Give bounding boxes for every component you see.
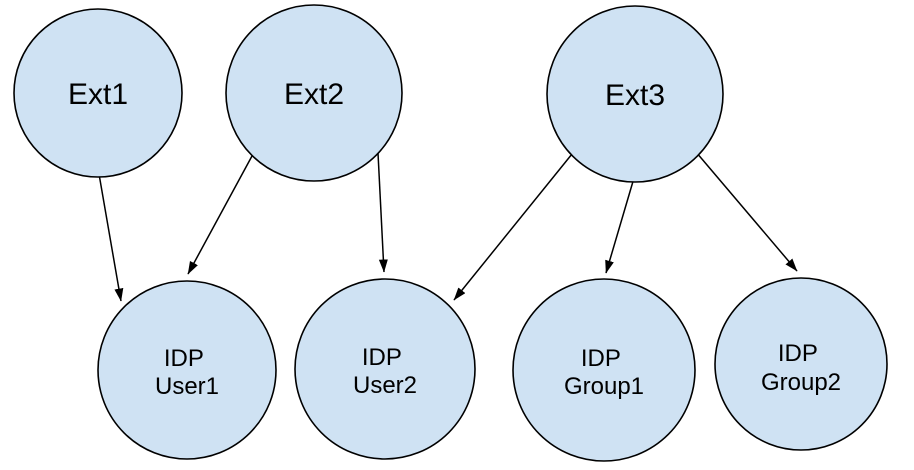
node-idp-group2-shape xyxy=(714,277,888,451)
node-ext3-label: Ext3 xyxy=(605,79,665,112)
node-idp-user2: IDP User2 xyxy=(294,278,476,460)
node-idp-group1-label-line2: Group1 xyxy=(564,373,644,400)
node-idp-user1-label-line2: User1 xyxy=(155,373,219,400)
node-idp-group2-label-line1: IDP xyxy=(778,340,818,367)
edge-ext2-to-user2 xyxy=(377,152,388,273)
node-idp-user2-shape xyxy=(294,278,476,460)
edge-ext1-to-user1 xyxy=(98,173,124,302)
node-idp-group1-shape xyxy=(512,278,696,462)
node-idp-group1-label-line1: IDP xyxy=(581,345,621,372)
edges-layer xyxy=(98,151,798,302)
node-ext1: Ext1 xyxy=(13,8,183,178)
node-idp-user1-label-line1: IDP xyxy=(164,345,204,372)
node-idp-user2-label-line2: User2 xyxy=(353,372,417,399)
node-ext2-label: Ext2 xyxy=(284,78,344,111)
edge-ext3-to-user2 xyxy=(453,153,573,301)
node-idp-group2-label-line2: Group2 xyxy=(761,369,841,396)
node-idp-user1-label: IDP User1 xyxy=(155,345,219,400)
node-ext2: Ext2 xyxy=(225,4,403,182)
node-idp-user1-shape xyxy=(97,280,277,460)
edge-ext2-to-user1 xyxy=(187,155,253,275)
node-ext1-label: Ext1 xyxy=(68,78,128,111)
node-idp-group1: IDP Group1 xyxy=(512,278,696,462)
node-idp-group2-label: IDP Group2 xyxy=(761,340,841,396)
node-ext2-shape xyxy=(225,4,403,182)
node-idp-group2: IDP Group2 xyxy=(714,277,888,451)
node-idp-user2-label: IDP User2 xyxy=(353,344,417,399)
edge-ext3-to-group2 xyxy=(695,151,798,272)
node-idp-user1: IDP User1 xyxy=(97,280,277,460)
node-ext3-shape xyxy=(546,5,724,183)
node-idp-group1-label: IDP Group1 xyxy=(564,345,644,400)
edge-ext3-to-group1 xyxy=(605,177,635,274)
node-idp-user2-label-line1: IDP xyxy=(362,344,402,371)
node-ext1-shape xyxy=(13,8,183,178)
node-ext3: Ext3 xyxy=(546,5,724,183)
